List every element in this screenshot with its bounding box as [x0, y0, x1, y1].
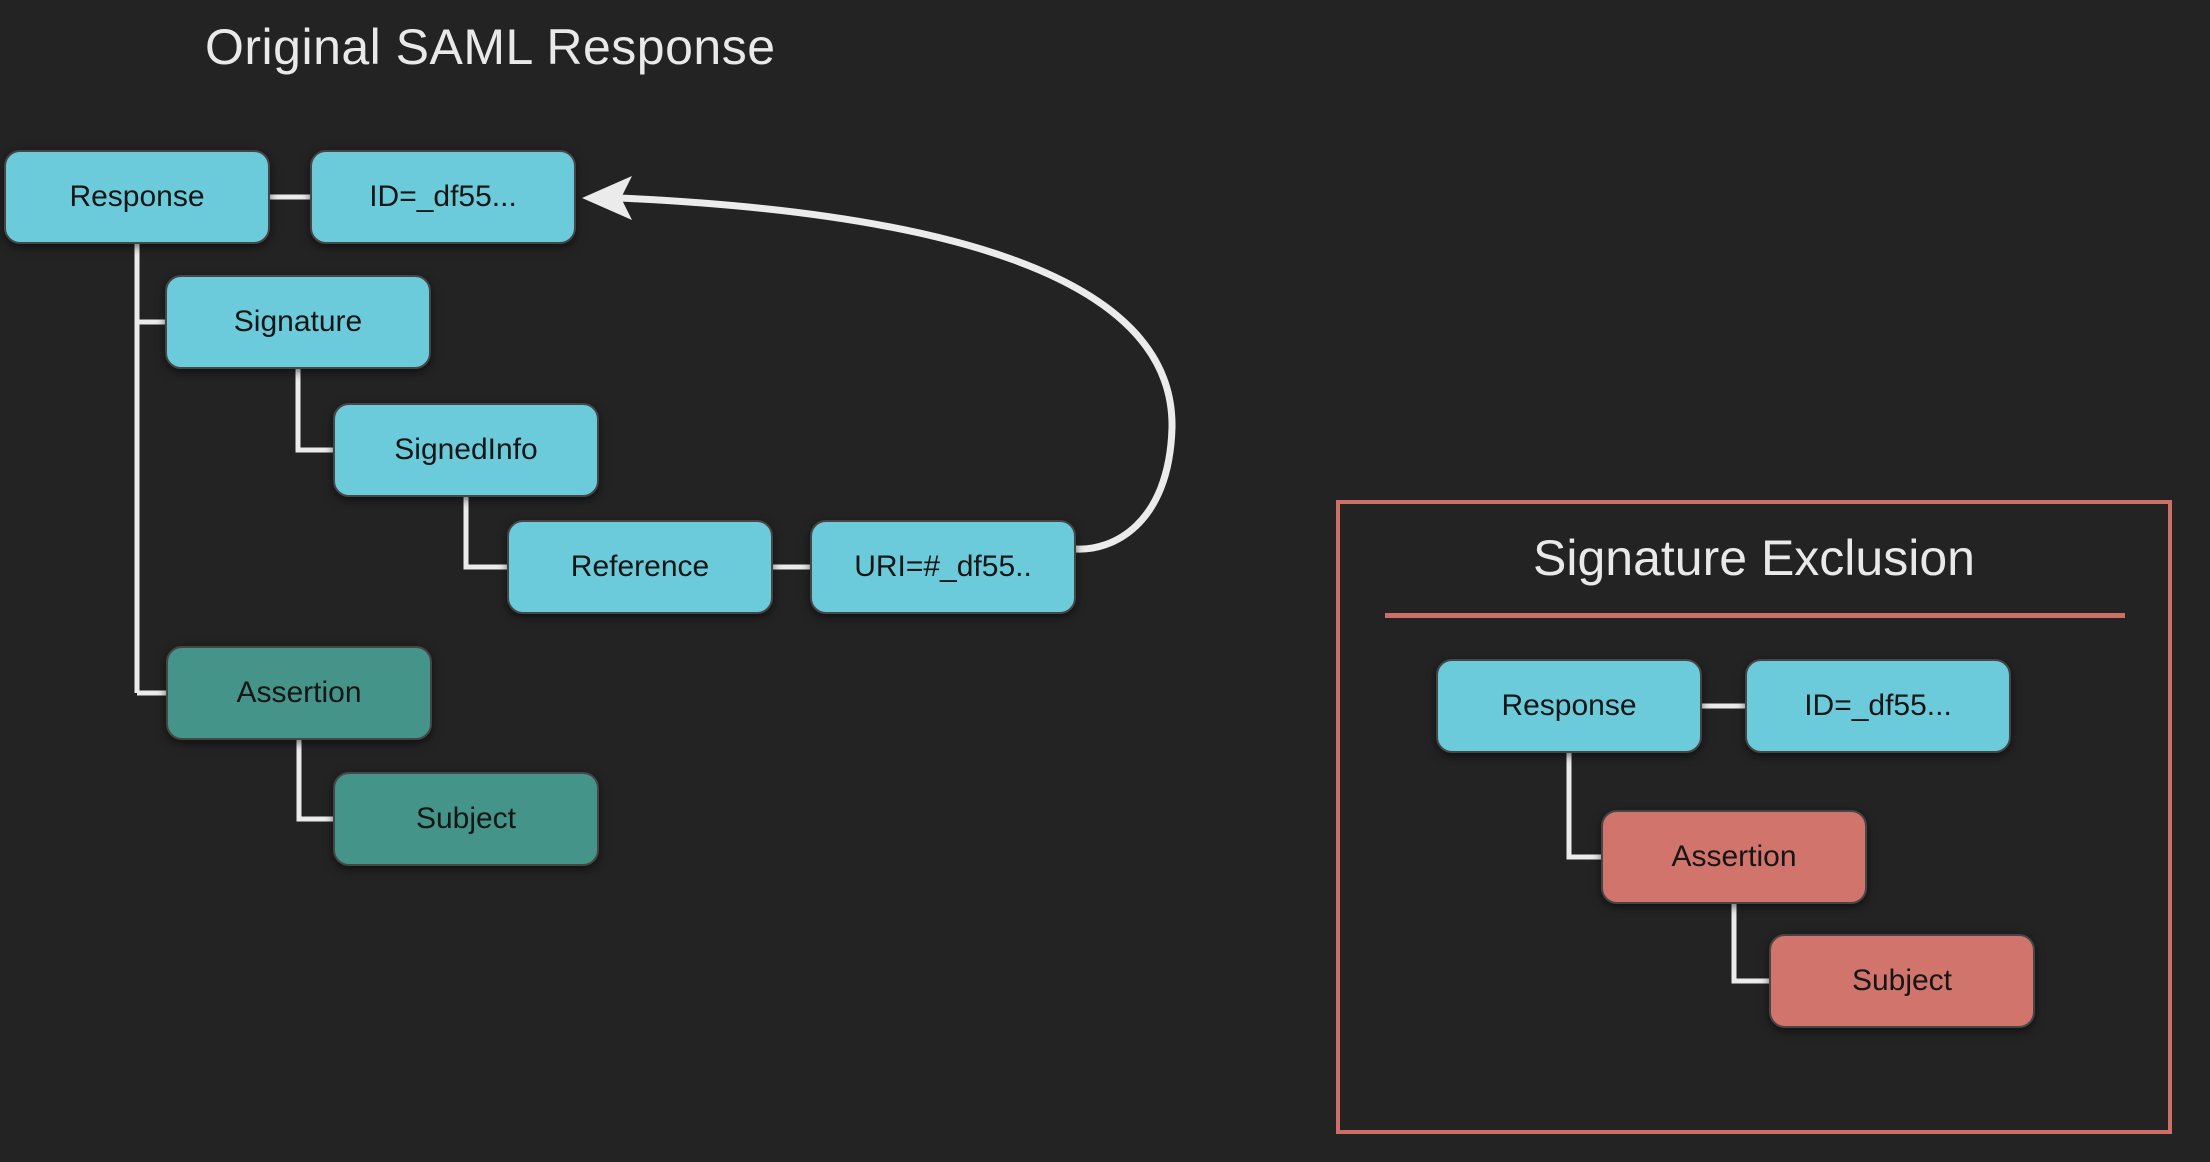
node-signature: Signature: [165, 275, 431, 369]
node-uri-attribute: URI=#_df55..: [810, 520, 1076, 614]
panel-node-response: Response: [1436, 659, 1702, 753]
connector-response-children: [134, 244, 166, 696]
node-id-attribute: ID=_df55...: [310, 150, 576, 244]
connector-assertion-subject: [296, 740, 333, 822]
panel-title-underline: [1385, 613, 2125, 618]
node-signedinfo: SignedInfo: [333, 403, 599, 497]
node-response: Response: [4, 150, 270, 244]
uri-to-id-reference-curve: [615, 194, 1176, 553]
panel-node-assertion: Assertion: [1601, 810, 1867, 904]
connector-signature-signedinfo: [295, 369, 333, 453]
node-assertion: Assertion: [166, 646, 432, 740]
panel-node-subject: Subject: [1769, 934, 2035, 1028]
node-reference: Reference: [507, 520, 773, 614]
signature-exclusion-panel: [1336, 500, 2172, 1134]
node-subject: Subject: [333, 772, 599, 866]
uri-to-id-arrowhead-icon: [582, 176, 632, 220]
panel-title: Signature Exclusion: [1533, 530, 1975, 586]
panel-node-id-attribute: ID=_df55...: [1745, 659, 2011, 753]
connector-signedinfo-reference: [463, 497, 507, 570]
left-diagram-title: Original SAML Response: [205, 19, 776, 75]
